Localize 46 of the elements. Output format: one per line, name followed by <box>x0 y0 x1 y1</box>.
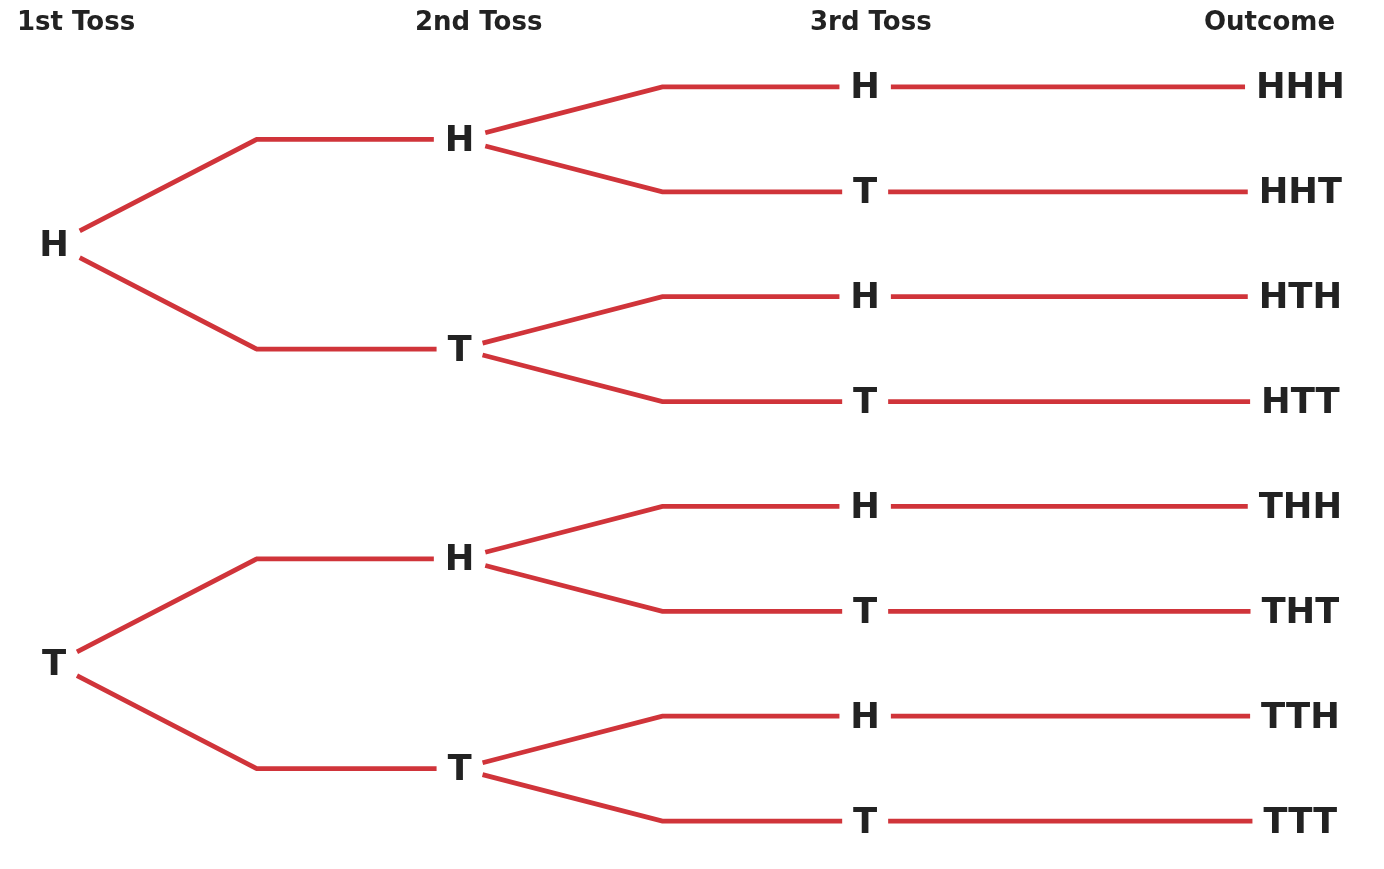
connector <box>890 504 1248 509</box>
node-text: HHT <box>1258 170 1343 212</box>
connector <box>484 504 840 555</box>
node-text: T <box>853 380 878 422</box>
node-text: H <box>850 65 880 107</box>
node-text: H <box>444 118 475 160</box>
node-text: H <box>444 537 475 579</box>
connector <box>484 143 843 195</box>
node-text: TTT <box>1263 799 1338 841</box>
column-heading: 1st Toss <box>17 6 136 36</box>
node-text: T <box>41 642 67 684</box>
node-text: T <box>447 328 472 369</box>
connector <box>78 136 434 234</box>
connector <box>481 772 843 824</box>
connector <box>484 84 840 135</box>
connector <box>481 713 840 765</box>
node-text: T <box>447 747 472 789</box>
connector <box>75 556 434 654</box>
node-text: HHH <box>1255 65 1345 107</box>
node-text: T <box>853 590 878 632</box>
column-heading: 2nd Toss <box>415 6 543 36</box>
connector <box>890 713 1251 719</box>
node-text: THH <box>1258 485 1343 527</box>
node-text: H <box>39 223 69 264</box>
connector <box>75 673 437 772</box>
connector <box>888 189 1248 195</box>
connector <box>890 84 1246 90</box>
node-text: THT <box>1261 590 1340 632</box>
connector <box>78 255 437 352</box>
column-heading: 3rd Toss <box>810 6 932 36</box>
node-text: T <box>853 799 878 841</box>
node-text: T <box>853 170 878 212</box>
node-text: TTH <box>1261 695 1340 736</box>
node-text: HTH <box>1258 275 1343 317</box>
connector <box>481 352 843 404</box>
connector <box>481 294 840 346</box>
column-heading: Outcome <box>1204 6 1336 36</box>
node-text: H <box>850 695 880 736</box>
connector <box>888 399 1251 404</box>
connector <box>890 294 1248 300</box>
node-text: H <box>850 275 880 317</box>
node-text: HTT <box>1261 380 1340 422</box>
connector <box>888 608 1251 614</box>
node-text: H <box>850 485 880 527</box>
connector <box>484 563 843 614</box>
connector <box>888 818 1253 824</box>
